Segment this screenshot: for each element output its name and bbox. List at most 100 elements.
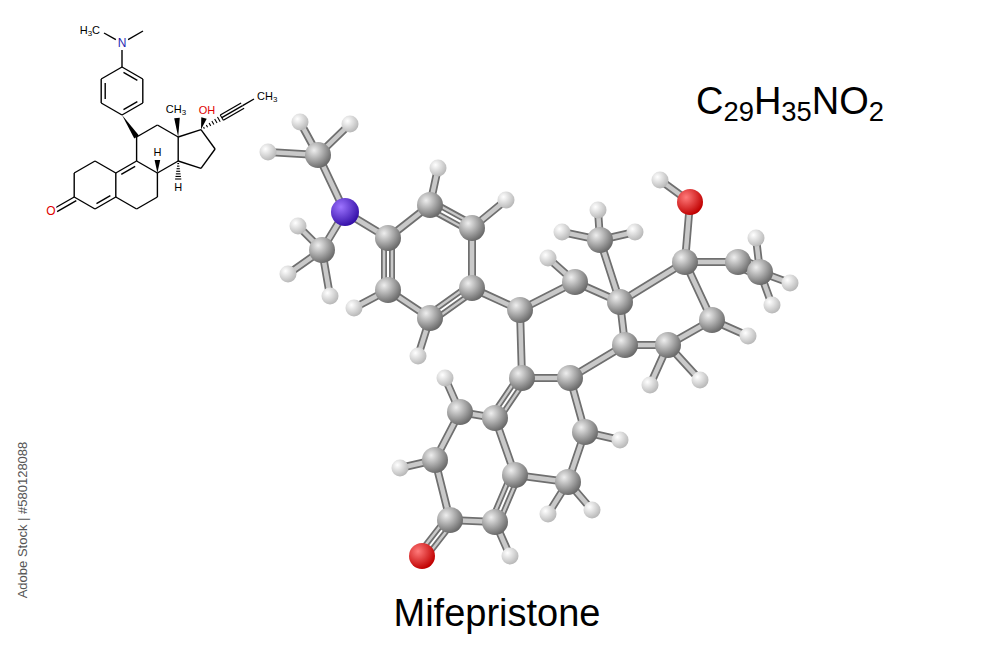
carbon-atom — [417, 192, 443, 218]
carbon-atom — [375, 225, 401, 251]
double-bond-line — [104, 83, 105, 99]
element-symbol: NO — [812, 80, 869, 122]
hashed-bond — [209, 123, 211, 126]
single-bond — [73, 173, 74, 197]
carbon-atom — [557, 365, 583, 391]
wedge-bond — [201, 117, 207, 129]
hydrogen-atom — [392, 460, 409, 477]
atom-label: H — [152, 147, 162, 158]
molecular-formula: C29H35NO2 — [696, 82, 884, 125]
single-bond — [101, 103, 122, 115]
double-bond-line — [57, 201, 76, 212]
single-bond — [137, 125, 158, 137]
hashed-bond — [206, 125, 207, 127]
single-bond — [74, 197, 95, 209]
hashed-bond — [176, 171, 180, 172]
hashed-bond — [177, 166, 179, 167]
hydrogen-atom — [554, 224, 571, 241]
element-symbol: C — [92, 24, 100, 36]
carbon-atom — [305, 142, 331, 168]
hydrogen-atom — [502, 548, 519, 565]
hydrogen-atom — [290, 218, 307, 235]
subscript: 3 — [182, 108, 186, 117]
atom-layer — [260, 114, 799, 570]
single-bond — [100, 79, 101, 103]
carbon-atom — [509, 365, 535, 391]
single-bond — [121, 50, 122, 67]
single-bond — [178, 130, 201, 137]
wedge-bond — [174, 118, 180, 137]
hydrogen-atom — [346, 300, 363, 317]
carbon-atom — [309, 237, 335, 263]
hydrogen-atom — [498, 192, 515, 209]
ball-and-stick-model — [260, 114, 799, 570]
single-bond — [201, 130, 215, 149]
atom-label: H3C — [79, 25, 101, 38]
carbon-atom — [482, 405, 508, 431]
hashed-bond — [177, 163, 179, 164]
oxygen-atom — [677, 189, 703, 215]
compound-name: Mifepristone — [394, 594, 601, 632]
single-bond — [137, 197, 158, 209]
single-bond — [157, 173, 158, 197]
element-symbol: H — [80, 24, 88, 36]
hydrogen-atom — [584, 502, 601, 519]
carbon-atom — [482, 509, 508, 535]
carbon-atom — [562, 269, 588, 295]
wedge-bond — [155, 160, 161, 173]
element-symbol: CH — [257, 90, 273, 102]
hydrogen-atom — [322, 288, 339, 305]
double-bond-line — [96, 196, 110, 204]
watermark: Adobe Stock | #580128088 — [16, 441, 29, 600]
carbon-atom — [417, 305, 443, 331]
hashed-bond — [177, 168, 180, 169]
oxygen-atom — [409, 543, 435, 569]
hydrogen-atom — [748, 230, 765, 247]
carbon-atom — [459, 275, 485, 301]
hydrogen-atom — [430, 160, 447, 177]
hydrogen-atom — [540, 250, 557, 267]
single-bond — [115, 173, 116, 197]
single-bond — [201, 149, 215, 168]
carbon-atom — [587, 227, 613, 253]
single-bond — [136, 137, 137, 161]
hydrogen-atom — [437, 370, 454, 387]
hydrogen-atom — [692, 372, 709, 389]
carbon-atom — [747, 259, 773, 285]
double-bond-line — [121, 166, 135, 174]
carbon-atom — [672, 249, 698, 275]
carbon-atom — [612, 332, 638, 358]
atom-label: CH3 — [256, 91, 278, 104]
atom-label: N — [117, 37, 128, 49]
hydrogen-atom — [292, 114, 309, 131]
hashed-bond — [212, 121, 214, 124]
hydrogen-atom — [782, 275, 799, 292]
single-bond — [104, 33, 116, 40]
carbon-atom — [507, 297, 533, 323]
atom-label: CH3 — [165, 104, 187, 117]
hydrogen-atom — [280, 266, 297, 283]
hashed-bond — [203, 127, 205, 129]
nitrogen-atom — [331, 198, 359, 226]
subscript: 3 — [88, 29, 92, 38]
hydrogen-atom — [642, 377, 659, 394]
hydrogen-atom — [540, 506, 557, 523]
single-bond — [116, 197, 137, 209]
single-bond — [177, 137, 178, 161]
single-bond — [55, 197, 74, 208]
wedge-bond — [122, 115, 139, 139]
single-bond — [137, 161, 158, 173]
subscript: 3 — [273, 95, 277, 104]
hashed-bond — [175, 178, 181, 179]
hydrogen-atom — [590, 202, 607, 219]
carbon-atom — [607, 289, 633, 315]
single-bond — [157, 161, 178, 173]
carbon-atom — [572, 419, 598, 445]
single-bond — [95, 161, 116, 173]
carbon-atom — [459, 215, 485, 241]
carbon-atom — [699, 307, 725, 333]
single-bond — [101, 67, 122, 79]
hydrogen-atom — [260, 144, 277, 161]
atom-label: OH — [198, 105, 217, 116]
carbon-atom — [655, 332, 681, 358]
